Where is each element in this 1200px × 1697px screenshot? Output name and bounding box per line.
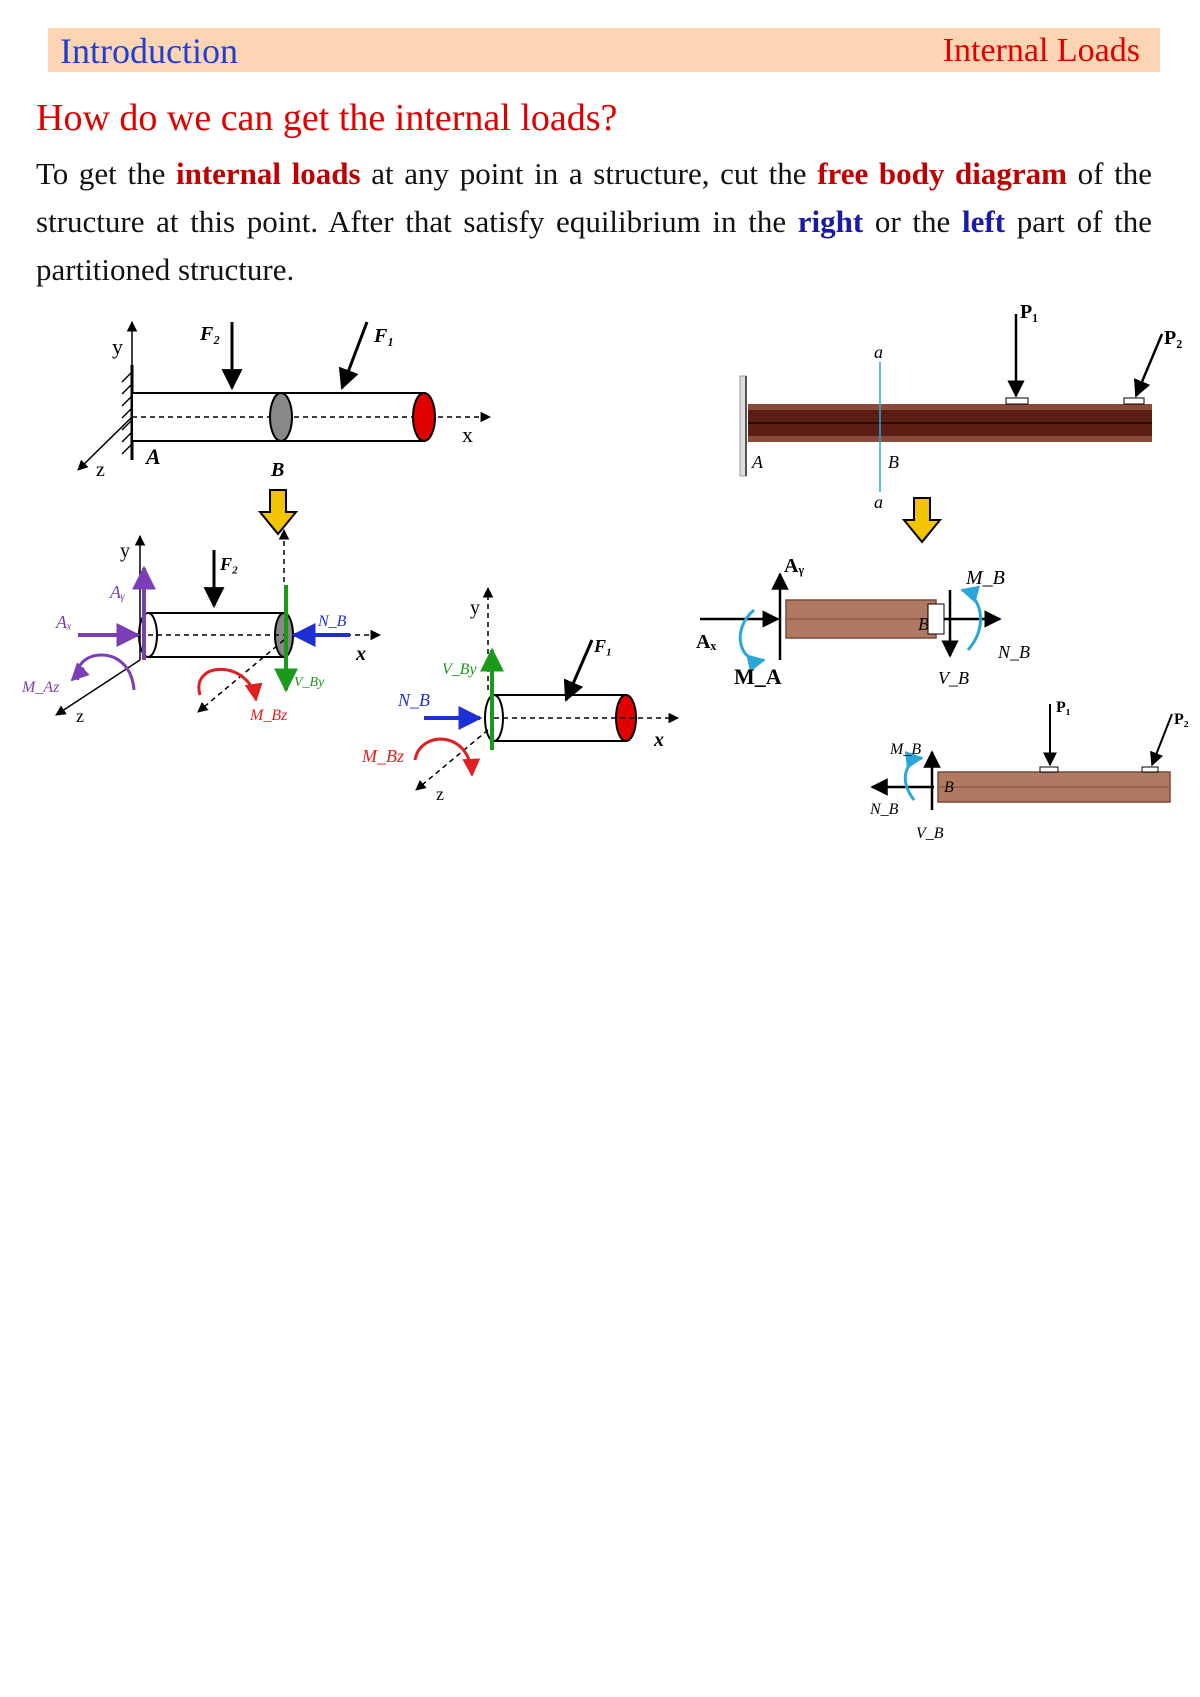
beam-diagram: P₁ P₂ a a A B xyxy=(739,301,1182,512)
yellow-down-arrow-icon xyxy=(257,489,299,536)
axis-label-y: y xyxy=(470,597,480,619)
axis-label-z: z xyxy=(436,784,444,804)
shear-label-vby: V_By xyxy=(442,661,478,678)
force-label-nb: N_B xyxy=(397,690,430,710)
point-label-a: A xyxy=(144,444,161,469)
text-run: To get the xyxy=(36,156,176,191)
text-run: part of the partitioned structure. xyxy=(36,204,1153,287)
yellow-down-arrow-icon xyxy=(901,497,943,544)
question-heading: How do we can get the internal loads? xyxy=(36,97,618,139)
load-label-p1: P₁ xyxy=(1056,699,1071,716)
beam-right-segment-fbd: P₁ P₂ M_B B N_B V_B xyxy=(869,699,1189,842)
point-label-b: B xyxy=(888,452,899,472)
point-label-b: B xyxy=(944,779,954,796)
shear-label-vb: V_B xyxy=(916,825,944,842)
body-paragraph: To get the internal loads at any point i… xyxy=(36,150,1152,294)
reaction-label-ay: Aᵧ xyxy=(109,582,125,602)
cantilever-cylinder-diagram: y x z A B F₂ F₁ xyxy=(77,320,492,481)
point-label-a: A xyxy=(751,452,764,472)
shear-label-vb: V_B xyxy=(938,668,969,688)
keyword-right: right xyxy=(797,204,864,239)
section-title: Introduction xyxy=(60,31,238,71)
force-label-nb: N_B xyxy=(997,642,1030,662)
moment-label-maz: M_Az xyxy=(21,679,60,696)
moment-label-mbz: M_Bz xyxy=(361,746,404,766)
axis-label-y: y xyxy=(112,334,123,359)
force-label-f1: F₁ xyxy=(593,636,612,656)
moment-label-ma: M_A xyxy=(734,664,782,689)
keyword-left: left xyxy=(962,204,1006,239)
force-label-nb: N_B xyxy=(869,801,899,818)
axis-label-x: x xyxy=(355,643,366,665)
reaction-label-ax: Aₓ xyxy=(55,612,72,632)
force-label-f1: F₁ xyxy=(373,325,394,347)
reaction-label-ax: Aₓ xyxy=(696,631,716,653)
axis-label-x: x xyxy=(653,729,664,751)
section-label-a: a xyxy=(874,342,883,362)
point-label-b: B xyxy=(918,614,929,634)
keyword-free-body-diagram: free body diagram xyxy=(817,156,1067,191)
axis-label-x: x xyxy=(462,422,473,447)
load-label-p2: P₂ xyxy=(1164,327,1182,349)
text-run: of the structure at this point. After th… xyxy=(36,156,1152,239)
point-label-b: B xyxy=(270,459,284,481)
force-label-f2: F₂ xyxy=(219,554,238,574)
topic-title: Internal Loads xyxy=(942,32,1140,69)
text-run: or the xyxy=(863,204,962,239)
beam-left-segment-fbd: Aᵧ Aₓ M_A B M_B N_B V_B xyxy=(696,555,1030,689)
shear-label-vby: V_By xyxy=(294,675,325,690)
moment-label-mb: M_B xyxy=(965,567,1005,589)
section-label-a: a xyxy=(874,492,883,512)
axis-label-z: z xyxy=(76,706,84,726)
reaction-label-ay: Aᵧ xyxy=(784,555,804,577)
header-bar: Introduction Internal Loads xyxy=(48,28,1160,72)
force-label-nb: N_B xyxy=(317,613,347,630)
keyword-internal-loads: internal loads xyxy=(175,156,361,191)
load-label-p1: P₁ xyxy=(1020,301,1038,323)
load-label-p2: P₂ xyxy=(1174,711,1189,728)
right-segment-fbd: y x z F₁ N_B V_By M_Bz xyxy=(361,586,680,804)
left-segment-fbd: y x z F₂ Aᵧ Aₓ M_Az N_B V_By M_Bz xyxy=(21,528,382,726)
moment-label-mb: M_B xyxy=(889,741,921,758)
axis-label-y: y xyxy=(120,540,130,562)
moment-label-mbz: M_Bz xyxy=(249,707,288,724)
text-run: at any point in a structure, cut the xyxy=(360,156,818,191)
force-label-f2: F₂ xyxy=(199,323,220,345)
axis-label-z: z xyxy=(96,459,105,481)
